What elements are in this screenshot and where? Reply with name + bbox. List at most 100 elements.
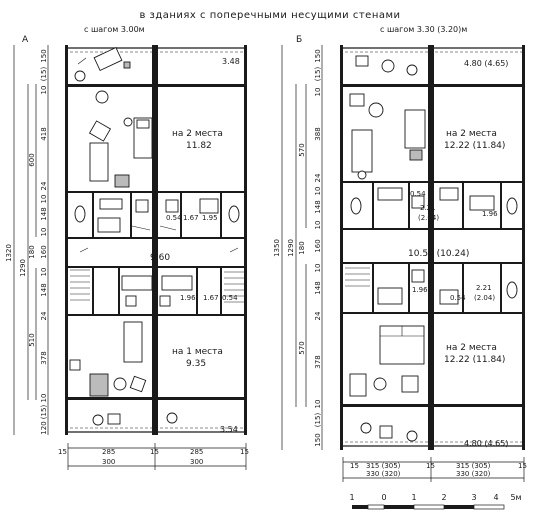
plan-b-vdim-10d: 10 [314,264,322,273]
scale-bar: 1 0 1 2 3 4 5м [349,493,522,510]
plan-a-vdim-600: 600 [28,153,36,166]
plan-b-hdim-15c: 15 [518,462,527,470]
plan-a-vdim-24b: 24 [40,311,48,320]
plan-b-vdim-150b: 150 [314,433,322,446]
plan-a-vdim-10b: 10 [40,195,48,204]
plan-b-walls [340,45,525,450]
plan-b-upper-bathrooms [350,187,518,215]
plan-a: А с шагом 3.00м [5,25,249,470]
plan-a-hdim-285a: 285 [102,448,115,456]
plan-a-hdim-15b: 15 [150,448,159,456]
plan-a-hdim-300a: 300 [102,458,115,466]
plan-a-balcony-bottom [65,412,247,433]
scale-tick-1b: 1 [411,493,416,502]
plan-a-room-top-furniture [88,90,153,188]
plan-a-lower-bathrooms [70,269,244,307]
scale-tick-2: 2 [441,493,446,502]
plan-b-vdim-150a: 150 [314,49,322,62]
plan-b-lower-bathrooms [345,267,518,305]
plan-b-room-bottom-furniture [349,325,425,397]
plan-a-shower-left: 1.67 [183,214,199,222]
plan-a-hdims [67,443,247,470]
plan-a-vdim-15a: (15) [40,67,48,82]
plan-a-vdim-24a: 24 [40,181,48,190]
plan-b-room-bottom-area: 12.22 (11.84) [444,355,505,365]
plan-b-vdim-outer: 1350 [273,239,281,257]
plan-a-vdim-1290: 1290 [19,259,27,277]
plan-a-shower-low: 1.67 [203,294,219,302]
plan-a-vdim-10a: 10 [40,86,48,95]
scale-tick-4: 4 [493,493,498,502]
plan-b-room-top-furniture [349,93,426,180]
plan-a-wc-left: 0.54 [166,214,182,222]
plan-a-bath-right: 1.95 [202,214,218,222]
plan-b-vdim-24a: 24 [314,173,322,182]
plan-b-vdim-10a: 10 [314,88,322,97]
plan-a-vdim-510: 510 [28,333,36,346]
scale-tick-1a: 1 [349,493,354,502]
plan-b-bath-left: 2.21 [420,204,436,212]
scale-tick-3: 3 [471,493,476,502]
plan-a-vdim-148b: 148 [40,283,48,296]
plan-a-vdim-378: 378 [40,351,48,364]
plan-a-walls [65,45,247,435]
plan-a-balcony-top-area: 3.48 [222,57,240,66]
plan-b-hdim-15b: 15 [426,462,435,470]
scale-tick-5m: 5м [510,493,521,502]
plan-a-corridor-area: 9.60 [150,253,170,263]
plan-b-step: с шагом 3.30 (3.20)м [380,25,467,34]
plan-b-corridor-area: 10.56 (10.24) [408,249,469,259]
plan-a-letter: А [22,35,29,45]
plan-b-balcony-bottom-area: 4.80 (4.65) [464,439,508,448]
plan-b-vdim-15a: (15) [314,67,322,82]
plan-b-vdims [281,45,323,450]
plan-b-vdim-570b: 570 [298,341,306,354]
plan-b-wc-left: 0.54 [410,190,426,198]
plan-b-hdim-315b: 315 (305) [456,462,491,470]
plan-a-vdim-15b: (15) [40,405,48,420]
plan-b-hdim-315a: 315 (305) [366,462,401,470]
plan-a-vdim-180: 180 [28,245,36,258]
plan-a-hdim-300b: 300 [190,458,203,466]
plan-b-vdim-10b: 10 [314,187,322,196]
plan-a-room-top-label: на 2 места [172,129,223,139]
plan-a-vdim-outer: 1320 [5,244,13,262]
plan-a-step: с шагом 3.00м [84,25,145,34]
plan-a-balcony-top [65,46,247,82]
plan-b-shower-right: 1.96 [482,210,498,218]
plan-b-shower-low: 1.96 [412,286,428,294]
plan-b-bath-low: 2.21 [476,284,492,292]
plan-b-vdim-378: 378 [314,355,322,368]
plan-b-balcony-bottom [340,422,525,447]
plan-b-vdim-10e: 10 [314,400,322,409]
plan-a-bath-low-right: 1.96 [180,294,196,302]
plan-a-wc-low: 0.54 [222,294,238,302]
plan-a-vdims [13,45,49,435]
plan-b-vdim-15b: (15) [314,413,322,428]
plan-b-hdims [342,457,525,482]
plan-b-hdim-330a: 330 (320) [366,470,401,478]
plan-b: Б с шагом 3.30 (3.20)м [273,25,527,482]
sheet-title: в зданиях с поперечными несущими стенами [139,10,400,21]
plan-b-vdim-24b: 24 [314,311,322,320]
plan-a-upper-bathrooms [74,198,240,233]
plan-b-hdim-330b: 330 (320) [456,470,491,478]
plan-b-vdim-10c: 10 [314,221,322,230]
plan-b-hdim-15a: 15 [350,462,359,470]
plan-a-room-bottom-area: 9.35 [186,359,206,369]
plan-b-vdim-148b: 148 [314,281,322,294]
plan-b-vdim-160: 160 [314,239,322,252]
plan-b-vdim-180: 180 [298,241,306,254]
plan-a-vdim-10e: 10 [40,394,48,403]
plan-a-vdim-418: 418 [40,127,48,140]
plan-a-room-top-area: 11.82 [186,141,212,151]
plan-b-vdim-388: 388 [314,127,322,140]
plan-b-room-top-label: на 2 места [446,129,497,139]
plan-a-vdim-10d: 10 [40,268,48,277]
scale-tick-0: 0 [381,493,386,502]
plan-a-hdim-285b: 285 [190,448,203,456]
plan-b-balcony-top [340,47,525,76]
plan-a-hdim-15c: 15 [240,448,249,456]
plan-b-letter: Б [296,35,302,45]
